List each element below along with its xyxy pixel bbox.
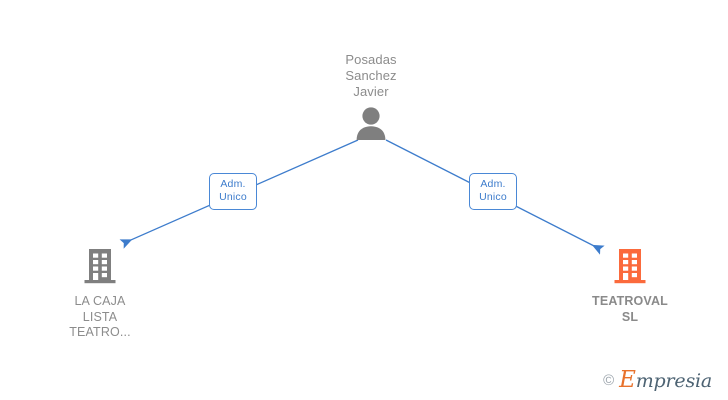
building-icon — [560, 246, 700, 286]
watermark-brand-initial: E — [619, 367, 636, 393]
node-company-teatroval-sl[interactable]: TEATROVAL SL — [560, 246, 700, 325]
watermark-empresia: © Empresia — [603, 369, 712, 392]
watermark-brand: Empresia — [619, 369, 712, 392]
node-company-la-caja-lista-teatro[interactable]: LA CAJA LISTA TEATRO... — [30, 246, 170, 341]
person-icon — [306, 106, 436, 140]
node-company-label: LA CAJA LISTA TEATRO... — [69, 294, 131, 339]
edge-label-adm-unico-left[interactable]: Adm. Unico — [209, 173, 257, 210]
edge-label-adm-unico-right[interactable]: Adm. Unico — [469, 173, 517, 210]
watermark-brand-rest: mpresia — [635, 370, 712, 392]
node-company-label: TEATROVAL SL — [592, 294, 668, 324]
node-person-root[interactable]: Posadas Sanchez Javier — [306, 52, 436, 140]
node-person-label: Posadas Sanchez Javier — [345, 52, 397, 99]
copyright-icon: © — [603, 372, 615, 389]
building-icon — [30, 246, 170, 286]
